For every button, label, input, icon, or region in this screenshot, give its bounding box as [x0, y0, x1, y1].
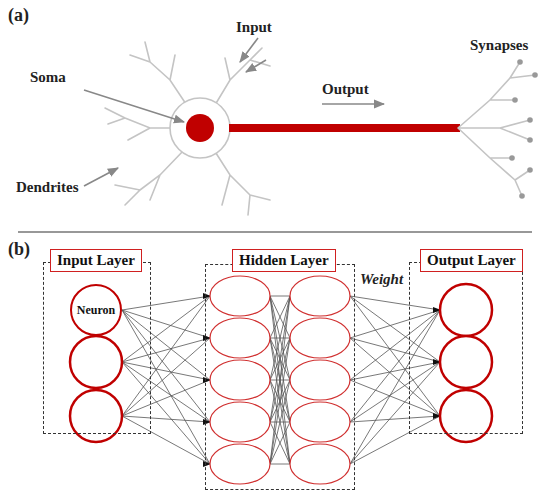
part-label: Dendrites	[16, 180, 79, 195]
layer-heading: Input Layer	[50, 249, 142, 272]
node-text: Neuron	[77, 303, 115, 318]
neuron-circle: Neuron	[70, 284, 122, 336]
synapse-terminals	[509, 59, 538, 199]
synapse-branches	[458, 62, 535, 196]
part-label: Synapses	[470, 38, 528, 53]
neuron-circles	[70, 284, 492, 442]
soma-nucleus	[186, 114, 214, 142]
pointer-arrows	[84, 38, 384, 186]
layer-heading: Hidden Layer	[232, 249, 336, 272]
layer-group: Hidden Layer	[205, 264, 355, 490]
panel-divider	[18, 231, 532, 232]
layer-group: Output Layer	[409, 262, 523, 434]
part-label: Output	[322, 82, 369, 97]
hidden-neurons	[210, 276, 350, 484]
panel-letter: (b)	[8, 240, 30, 258]
part-label: Input	[236, 20, 272, 35]
cell-body-outline	[170, 98, 230, 158]
layer-heading: Output Layer	[420, 249, 523, 272]
weight-connections	[122, 296, 440, 464]
connection-arrowheads	[203, 293, 441, 467]
axon	[229, 124, 460, 132]
weight-label: Weight	[360, 272, 403, 287]
layer-group: Input LayerNeuron	[43, 262, 151, 434]
part-label: Soma	[30, 70, 66, 85]
panel-letter: (a)	[8, 6, 29, 24]
